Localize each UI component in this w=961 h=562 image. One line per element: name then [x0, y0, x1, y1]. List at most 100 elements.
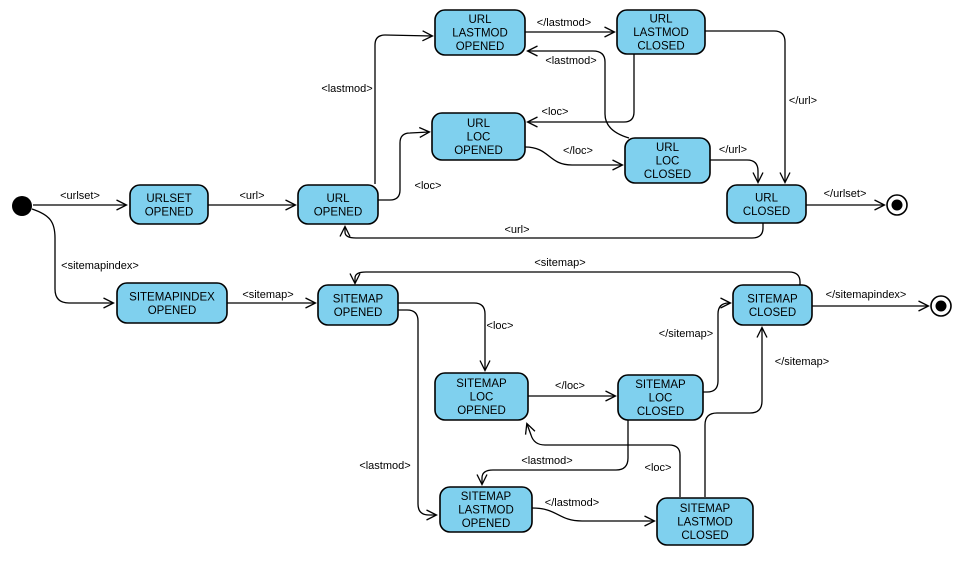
- transition-arrow: [398, 309, 438, 521]
- transition-sitemap-opened-to-sitemap-lastmod-opened: <lastmod>: [359, 309, 438, 521]
- transition-label: <lastmod>: [359, 460, 410, 472]
- transition-label: <loc>: [542, 106, 569, 118]
- transition-label: <loc>: [487, 320, 514, 332]
- transition-arrow: [531, 507, 656, 527]
- transition-arrow: [703, 297, 732, 393]
- transition-urlset-opened-to-url-opened: <url>: [208, 190, 297, 211]
- transition-label: <lastmod>: [521, 455, 572, 467]
- state-label-line: LASTMOD: [452, 28, 508, 40]
- transition-label: <loc>: [645, 462, 672, 474]
- transition-url-opened-to-url-loc-opened: <loc>: [378, 126, 442, 201]
- state-label-line: OPENED: [334, 307, 383, 319]
- transition-sitemap-lastmod-closed-to-sitemap-closed: </sitemap>: [704, 326, 829, 497]
- state-label-line: SITEMAP: [747, 293, 798, 305]
- initial-state-dot: [12, 196, 32, 216]
- transition-label: <url>: [239, 190, 264, 202]
- transition-sitemap-loc-opened-to-sitemap-loc-closed: </loc>: [528, 380, 617, 402]
- state-label-line: CLOSED: [644, 169, 691, 181]
- state-label-line: OPENED: [145, 206, 194, 218]
- state-label-line: CLOSED: [637, 41, 684, 53]
- transition-sitemap-loc-closed-to-sitemap-lastmod-opened: <lastmod>: [476, 420, 629, 486]
- state-label-line: CLOSED: [743, 206, 790, 218]
- state-label-line: URL: [468, 14, 492, 26]
- transition-label: </sitemap>: [775, 356, 829, 368]
- transition-arrow: [398, 302, 491, 372]
- transition-url-opened-to-url-lastmod-opened: <lastmod>: [321, 30, 434, 184]
- state-sitemap-opened: SITEMAP OPENED: [317, 284, 399, 326]
- state-label-line: LASTMOD: [458, 505, 514, 517]
- transition-arrow: [704, 326, 768, 497]
- transition-label: <loc>: [415, 180, 442, 192]
- transition-label: <sitemap>: [242, 289, 293, 301]
- final-urlset-final-dot: [886, 194, 908, 216]
- transition-sitemapindex-opened-to-sitemap-opened: <sitemap>: [227, 289, 317, 309]
- state-label-line: SITEMAP: [635, 379, 686, 391]
- state-label-line: URLSET: [146, 193, 191, 205]
- state-label-line: OPENED: [454, 145, 503, 157]
- transition-url-lastmod-closed-to-url-closed: </url>: [705, 30, 817, 184]
- transition-label: </lastmod>: [537, 17, 591, 29]
- state-label-line: OPENED: [314, 206, 363, 218]
- transition-arrow: [526, 54, 635, 128]
- transition-arrow: [31, 208, 115, 309]
- state-label-line: OPENED: [462, 518, 511, 530]
- state-label-line: SITEMAP: [461, 491, 512, 503]
- transition-arrow: [378, 126, 431, 201]
- state-label-line: SITEMAPINDEX: [129, 291, 215, 303]
- final-sitemapindex-final-dot: [930, 295, 952, 317]
- transition-label: </sitemapindex>: [826, 289, 907, 301]
- transition-label: </url>: [719, 144, 747, 156]
- state-label-line: OPENED: [457, 405, 506, 417]
- transition-label: <sitemap>: [534, 257, 585, 269]
- transition-arrow: [710, 159, 764, 184]
- transition-url-loc-closed-to-url-lastmod-opened: <lastmod>: [526, 45, 630, 139]
- state-label-line: LOC: [656, 156, 680, 168]
- transition-label: <lastmod>: [545, 55, 596, 67]
- state-label-line: SITEMAP: [456, 378, 507, 390]
- state-label-line: URL: [467, 118, 491, 130]
- transition-sitemap-closed-to-sitemap-opened: <sitemap>: [349, 257, 801, 285]
- transition-sitemap-lastmod-opened-to-sitemap-lastmod-closed: </lastmod>: [531, 497, 656, 527]
- transition-url-loc-opened-to-url-loc-closed: </loc>: [524, 145, 624, 171]
- state-label-line: URL: [656, 142, 680, 154]
- state-label-line: CLOSED: [681, 530, 728, 542]
- transition-url-closed-to-final-urlset: </urlset>: [806, 188, 886, 211]
- transition-initial-to-sitemapindex-opened: <sitemapindex>: [31, 208, 139, 309]
- transition-label: </loc>: [563, 145, 593, 157]
- transition-sitemap-opened-to-sitemap-loc-opened: <loc>: [398, 302, 514, 372]
- state-label-line: CLOSED: [637, 406, 684, 418]
- transition-arrow: [476, 420, 629, 486]
- transition-arrow: [339, 223, 764, 239]
- state-label-line: OPENED: [148, 305, 197, 317]
- state-sitemapindex-opened: SITEMAPINDEX OPENED: [116, 282, 228, 324]
- state-label-line: SITEMAP: [333, 293, 384, 305]
- state-label-line: SITEMAP: [680, 503, 731, 515]
- transition-arrow: [374, 30, 434, 184]
- state-label-line: LOC: [467, 132, 491, 144]
- transition-label: </lastmod>: [545, 497, 599, 509]
- transition-label: </loc>: [555, 380, 585, 392]
- transition-arrow: [526, 45, 630, 139]
- transition-arrow: [524, 146, 624, 171]
- transition-label: <urlset>: [60, 190, 100, 202]
- transition-url-loc-closed-to-url-closed: </url>: [710, 144, 764, 184]
- state-label-line: LASTMOD: [677, 517, 733, 529]
- transition-sitemap-closed-to-final-sitemapindex: </sitemapindex>: [812, 289, 930, 312]
- transition-sitemap-lastmod-closed-to-sitemap-loc-opened: <loc>: [524, 422, 681, 497]
- transition-url-lastmod-closed-to-url-loc-opened: <loc>: [526, 54, 635, 128]
- transition-label: <url>: [504, 224, 529, 236]
- transition-sitemap-loc-closed-to-sitemap-closed: </sitemap>: [659, 297, 732, 393]
- transition-label: </urlset>: [824, 188, 867, 200]
